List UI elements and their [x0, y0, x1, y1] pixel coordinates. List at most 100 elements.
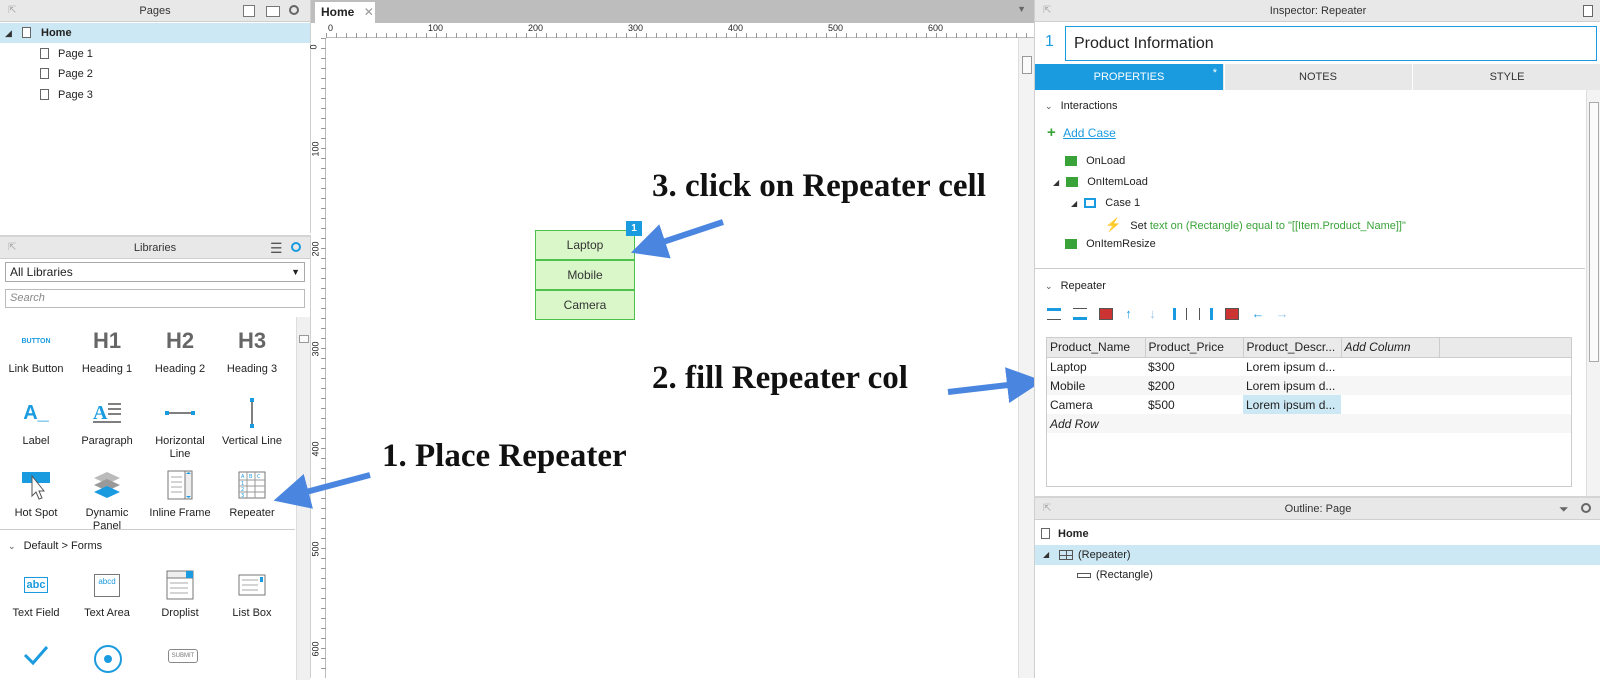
widget-hot-spot[interactable]: Hot Spot [0, 463, 72, 520]
scroll-thumb[interactable] [1589, 102, 1599, 362]
annotation-step-2: 2. fill Repeater col [652, 360, 908, 396]
table-cell[interactable]: $500 [1148, 397, 1175, 412]
inspector-scrollbar[interactable] [1586, 90, 1600, 496]
forms-section-header[interactable]: ⌄ Default > Forms [8, 540, 102, 552]
column-header[interactable]: Product_Name [1047, 338, 1146, 358]
table-cell-empty[interactable] [1341, 395, 1439, 414]
expand-triangle-icon[interactable]: ◢ [1071, 199, 1078, 208]
widget-droplist[interactable]: Droplist [144, 563, 216, 620]
expand-triangle-icon[interactable]: ◢ [1043, 550, 1050, 559]
search-icon[interactable] [1581, 503, 1591, 513]
widget-heading-1[interactable]: H1 Heading 1 [71, 319, 143, 376]
column-header[interactable]: Product_Price [1145, 338, 1244, 358]
table-cell-empty[interactable] [1341, 376, 1439, 395]
move-down-icon[interactable]: ↓ [1149, 306, 1156, 322]
radio-widget-icon[interactable] [94, 645, 122, 673]
search-icon[interactable] [289, 5, 299, 15]
expand-triangle-icon[interactable]: ◢ [1053, 178, 1060, 187]
expand-triangle-icon[interactable]: ◢ [5, 28, 12, 38]
case-1[interactable]: ◢ Case 1 [1071, 197, 1140, 209]
action-set-text[interactable]: ⚡ Set text on (Rectangle) equal to "[[It… [1105, 217, 1406, 233]
outline-item-repeater[interactable]: ◢ (Repeater) [1035, 545, 1600, 565]
canvas-scrollbar[interactable] [1018, 38, 1034, 678]
widget-name-input[interactable]: Product Information [1065, 26, 1597, 61]
widget-heading-3[interactable]: H3 Heading 3 [216, 319, 288, 376]
widget-label: Heading 3 [226, 363, 278, 375]
widget-link-button[interactable]: BUTTON Link Button [0, 319, 72, 376]
table-cell[interactable]: Lorem ipsum d... [1246, 378, 1336, 393]
delete-row-icon[interactable] [1099, 308, 1114, 321]
insert-column-left-icon[interactable] [1173, 308, 1188, 321]
page-item-home[interactable]: ◢ Home [0, 23, 310, 43]
close-icon[interactable]: ✕ [363, 5, 374, 19]
tab-home[interactable]: Home ✕ [315, 2, 375, 23]
repeater-cell[interactable]: Mobile [535, 260, 635, 290]
library-scrollbar[interactable] [296, 317, 310, 680]
column-header[interactable]: Product_Descr... [1243, 338, 1342, 358]
move-right-icon[interactable]: → [1275, 306, 1289, 322]
tab-properties[interactable]: PROPERTIES * [1035, 64, 1223, 90]
widget-text-field[interactable]: abc Text Field [0, 563, 72, 620]
table-cell[interactable]: Camera [1050, 397, 1093, 412]
tab-style[interactable]: STYLE [1412, 64, 1600, 90]
table-cell[interactable]: Mobile [1050, 378, 1086, 393]
widget-list-box[interactable]: List Box [216, 563, 288, 620]
pin-icon[interactable]: ⇱ [8, 242, 17, 253]
widget-heading-2[interactable]: H2 Heading 2 [144, 319, 216, 376]
widget-horizontal-line[interactable]: Horizontal Line [144, 391, 216, 461]
page-item-page3[interactable]: Page 3 [0, 85, 310, 105]
outline-item-rectangle[interactable]: (Rectangle) [1035, 565, 1600, 585]
delete-column-icon[interactable] [1225, 308, 1240, 321]
event-onload[interactable]: OnLoad [1065, 155, 1125, 167]
table-cell[interactable]: $200 [1148, 378, 1175, 393]
repeater-section-header[interactable]: ⌄ Repeater [1045, 280, 1106, 292]
checkbox-widget-icon[interactable] [23, 645, 49, 669]
table-cell[interactable]: $300 [1148, 359, 1175, 374]
scroll-thumb[interactable] [1022, 56, 1032, 74]
page-item-page2[interactable]: Page 2 [0, 64, 310, 84]
scroll-thumb[interactable] [299, 335, 309, 343]
repeater-cell[interactable]: Laptop [535, 230, 635, 260]
widget-dynamic-panel[interactable]: Dynamic Panel [71, 463, 143, 533]
chevron-down-icon[interactable]: ▼ [1017, 4, 1026, 14]
pin-icon[interactable]: ⇱ [1043, 5, 1052, 16]
notes-page-icon[interactable] [1583, 5, 1593, 17]
tab-notes[interactable]: NOTES [1224, 64, 1411, 90]
move-left-icon[interactable]: ← [1251, 306, 1265, 322]
add-page-icon[interactable] [243, 5, 255, 17]
insert-column-right-icon[interactable] [1199, 308, 1214, 321]
menu-icon[interactable]: ☰ [270, 240, 283, 256]
widget-paragraph[interactable]: A Paragraph [71, 391, 143, 448]
page-item-page1[interactable]: Page 1 [0, 44, 310, 64]
insert-row-above-icon[interactable] [1047, 308, 1061, 321]
table-cell[interactable]: Lorem ipsum d... [1246, 359, 1336, 374]
pin-icon[interactable]: ⇱ [8, 5, 17, 16]
widget-inline-frame[interactable]: Inline Frame [144, 463, 216, 520]
table-cell-empty[interactable] [1341, 357, 1439, 376]
add-case-link[interactable]: + Add Case [1047, 124, 1116, 141]
add-folder-icon[interactable] [266, 6, 280, 17]
library-search-input[interactable]: Search [5, 289, 305, 308]
filter-icon[interactable]: ⏷ [1559, 502, 1569, 516]
submit-widget-icon[interactable]: SUBMIT [168, 649, 198, 663]
repeater-cell[interactable]: Camera [535, 290, 635, 320]
table-cell[interactable]: Laptop [1050, 359, 1087, 374]
table-cell-selected[interactable]: Lorem ipsum d... [1243, 395, 1341, 414]
repeater-widget[interactable]: Laptop Mobile Camera 1 [535, 221, 642, 321]
add-row-cell[interactable]: Add Row [1050, 416, 1099, 431]
search-icon[interactable] [291, 242, 301, 252]
vertical-line-icon [216, 391, 288, 435]
event-onitemresize[interactable]: OnItemResize [1065, 238, 1156, 250]
widget-label-item[interactable]: A_ Label [0, 391, 72, 448]
widget-text-area[interactable]: abcd Text Area [71, 563, 143, 620]
library-select[interactable]: All Libraries ▼ [5, 262, 305, 282]
event-onitemload[interactable]: ◢ OnItemLoad [1053, 176, 1148, 188]
widget-vertical-line[interactable]: Vertical Line [216, 391, 288, 448]
insert-row-below-icon[interactable] [1073, 308, 1088, 321]
add-column-header[interactable]: Add Column [1341, 338, 1440, 358]
move-up-icon[interactable]: ↑ [1125, 306, 1132, 322]
interactions-header[interactable]: ⌄ Interactions [1045, 100, 1117, 112]
pin-icon[interactable]: ⇱ [1043, 503, 1052, 514]
outline-item-home[interactable]: Home [1035, 524, 1600, 544]
